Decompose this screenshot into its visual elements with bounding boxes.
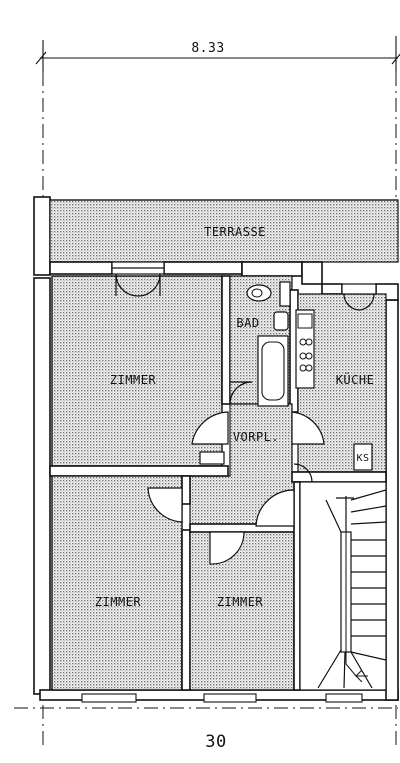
label-terrasse: TERRASSE bbox=[204, 225, 266, 239]
stairwell bbox=[299, 481, 387, 691]
bathtub bbox=[257, 335, 289, 407]
wall-horizontal-middle bbox=[49, 465, 229, 477]
bottom-windows bbox=[81, 693, 363, 703]
page-number: 30 bbox=[205, 732, 226, 752]
wall-zimmer-bad bbox=[221, 275, 231, 405]
ks-box bbox=[353, 443, 373, 471]
wall-bottom-rooms bbox=[181, 529, 191, 691]
hall-shelf bbox=[199, 451, 225, 465]
wall-hall-left bbox=[181, 475, 191, 505]
label-bad: BAD bbox=[236, 316, 259, 330]
wall-kitchen-bottom bbox=[291, 471, 387, 483]
kitchen-fixtures bbox=[199, 309, 373, 471]
label-zimmer-top-left: ZIMMER bbox=[110, 373, 157, 387]
room-zimmer-top-left bbox=[51, 275, 223, 467]
label-vorplatz: VORPL. bbox=[233, 430, 279, 444]
doors bbox=[147, 381, 325, 565]
bath-fixtures bbox=[246, 281, 291, 407]
terrace-area bbox=[49, 199, 399, 263]
label-zimmer-bottom-left: ZIMMER bbox=[95, 595, 142, 609]
label-kueche: KÜCHE bbox=[336, 371, 375, 387]
stove bbox=[295, 309, 315, 389]
dimension-label: 8.33 bbox=[191, 41, 224, 56]
terrace-windows bbox=[111, 261, 377, 311]
top-dimension: 8.33 bbox=[35, 36, 400, 72]
label-zimmer-bottom-right: ZIMMER bbox=[217, 595, 264, 609]
wall-stair-left bbox=[293, 481, 301, 691]
label-ks: KS bbox=[356, 453, 369, 464]
room-zimmer-bottom-right bbox=[189, 529, 295, 691]
